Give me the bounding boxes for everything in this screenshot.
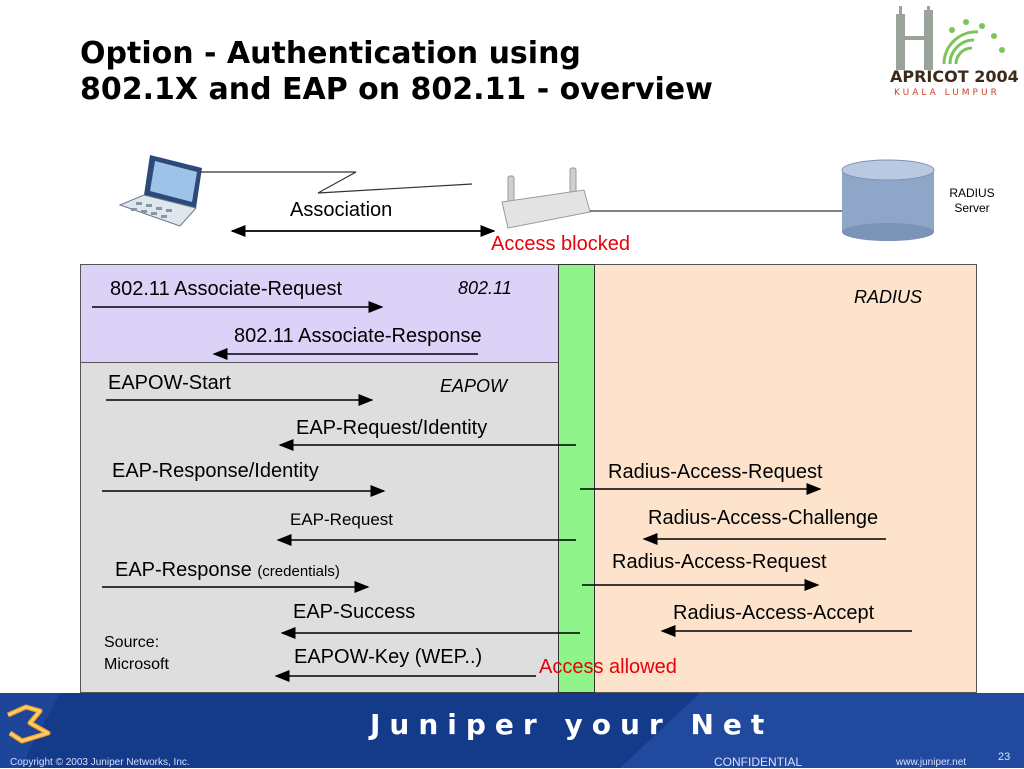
radius-server-label-line1: RADIUS	[949, 186, 995, 200]
association-label: Association	[290, 199, 393, 221]
msg-eap-request-identity: EAP-Request/Identity	[296, 417, 488, 439]
msg-eap-response-identity: EAP-Response/Identity	[112, 460, 319, 482]
footer-url: www.juniper.net	[896, 757, 967, 768]
msg-eap-response: EAP-Response (credentials)	[115, 559, 340, 583]
laptop-icon	[118, 155, 202, 227]
apricot-logo-name: APRICOT 2004	[890, 67, 1018, 86]
access-allowed-label: Access allowed	[539, 656, 677, 678]
msg-radius-access-accept: Radius-Access-Accept	[673, 602, 875, 624]
msg-eap-response-main: EAP-Response	[115, 559, 252, 581]
msg-radius-access-challenge: Radius-Access-Challenge	[648, 507, 879, 529]
radius-server-label: RADIUS Server	[944, 186, 1000, 216]
footer-confidential: CONFIDENTIAL	[714, 755, 803, 769]
msg-assoc-request: 802.11 Associate-Request	[110, 278, 343, 300]
msg-eap-success: EAP-Success	[293, 601, 416, 623]
footer-decoration	[0, 693, 1024, 768]
msg-assoc-response: 802.11 Associate-Response	[234, 325, 482, 347]
radius-server-icon	[841, 159, 935, 241]
msg-eap-response-suffix: (credentials)	[257, 563, 340, 580]
section-eapow	[80, 362, 559, 693]
title-line-2: 802.1X and EAP on 802.11 - overview	[80, 72, 713, 107]
footer-bar	[0, 693, 1024, 768]
section-label-radius: RADIUS	[854, 287, 923, 307]
source-note-line2: Microsoft	[104, 656, 169, 673]
section-label-eapow: EAPOW	[440, 376, 508, 396]
source-note: Source: Microsoft	[104, 632, 169, 676]
footer-brand: Juniper your Net	[370, 708, 774, 741]
wireless-link	[200, 171, 473, 194]
title-line-1: Option - Authentication using	[80, 36, 581, 71]
msg-radius-access-request-2: Radius-Access-Request	[612, 551, 827, 573]
msg-radius-access-request-1: Radius-Access-Request	[608, 461, 823, 483]
apricot-logo-city: KUALA LUMPUR	[894, 88, 1000, 98]
access-point-icon	[501, 167, 591, 229]
page-number: 23	[998, 751, 1011, 763]
section-80211	[80, 264, 559, 363]
section-radius	[594, 264, 977, 693]
access-point-column	[558, 264, 595, 693]
msg-eapow-key: EAPOW-Key (WEP..)	[294, 646, 483, 668]
slide-title: Option - Authentication using 802.1X and…	[80, 36, 713, 108]
msg-eapow-start: EAPOW-Start	[108, 372, 231, 394]
access-blocked-label: Access blocked	[491, 233, 630, 255]
radius-server-label-line2: Server	[954, 201, 990, 215]
section-label-80211: 802.11	[458, 278, 512, 298]
source-note-line1: Source:	[104, 634, 160, 651]
apricot-logo: APRICOT 2004 KUALA LUMPUR	[886, 6, 1019, 98]
msg-eap-request: EAP-Request	[290, 510, 393, 529]
footer-copyright: Copyright © 2003 Juniper Networks, Inc.	[10, 757, 190, 768]
